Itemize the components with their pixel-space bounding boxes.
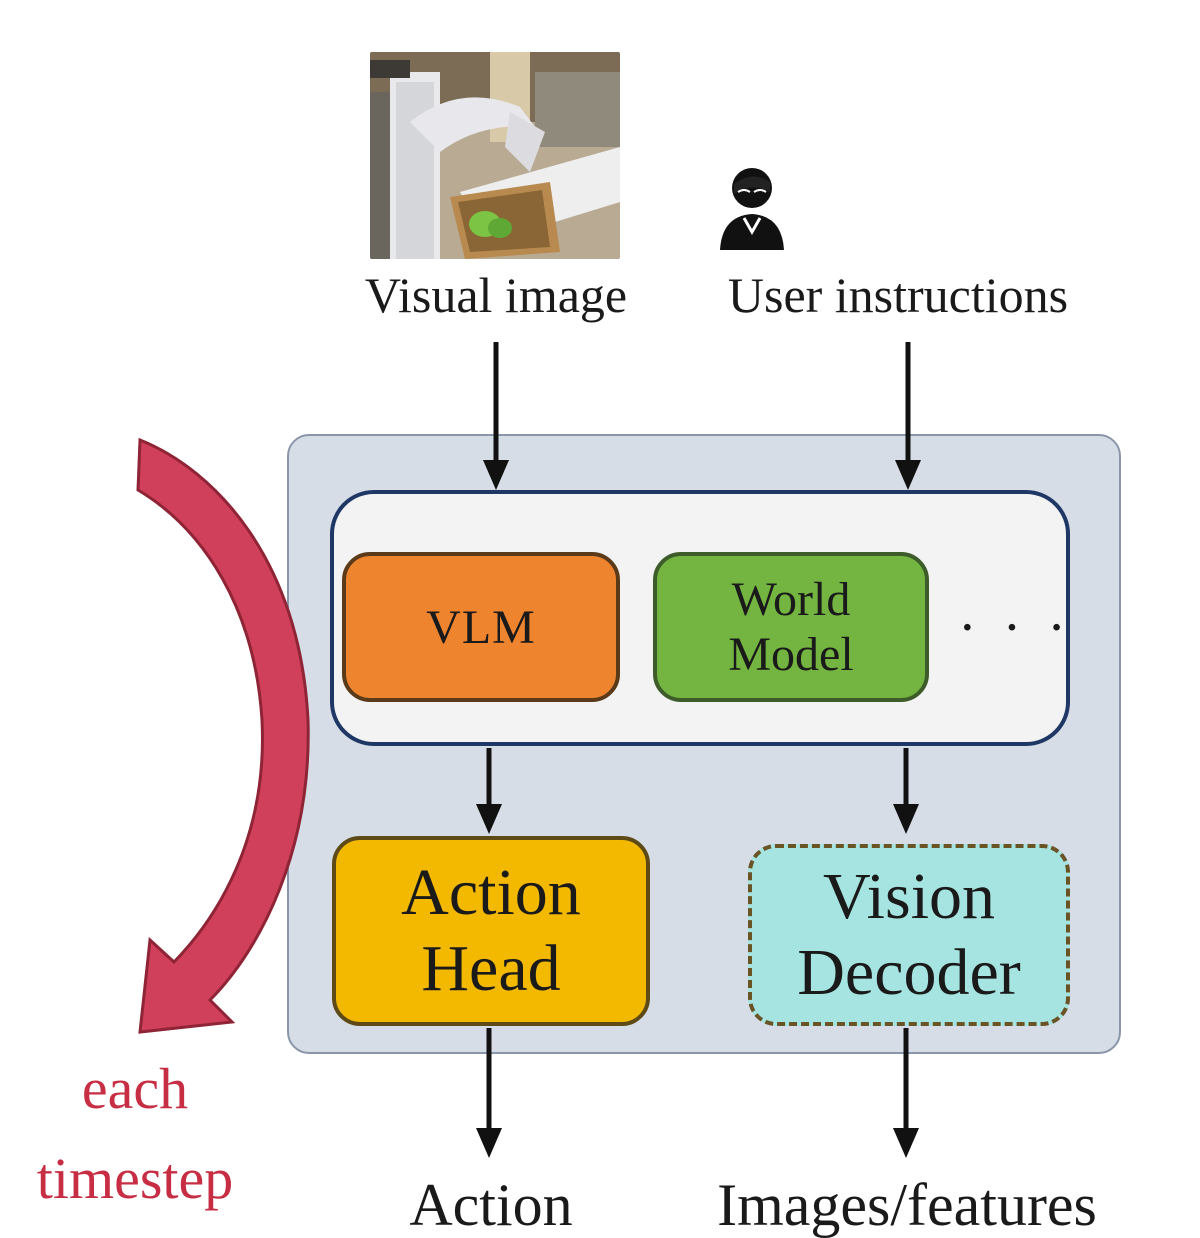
visual-image-label: Visual image <box>364 267 628 323</box>
arrowhead <box>483 460 509 490</box>
arrowhead <box>893 804 919 834</box>
action-head-label-line2: Head <box>421 932 561 1005</box>
action-output-label: Action <box>409 1172 573 1238</box>
action-head-label-line1: Action <box>401 856 581 930</box>
arrowhead <box>476 1128 502 1158</box>
vision-decoder-label-line1: Vision <box>822 860 996 934</box>
vision-decoder-label-line2: Decoder <box>797 936 1021 1009</box>
action-head-box: Action Head <box>332 836 650 1026</box>
each-timestep-label-line1: each <box>81 1056 189 1121</box>
arrowhead <box>893 1128 919 1158</box>
world-model-box: World Model <box>653 552 929 702</box>
world-model-label-line1: World <box>731 572 851 626</box>
vlm-box: VLM <box>342 552 620 702</box>
person-icon <box>716 162 788 250</box>
world-model-label-line2: Model <box>728 628 854 681</box>
each-timestep-loop-arrow <box>136 437 310 1034</box>
arrowhead <box>895 460 921 490</box>
user-instructions-label: User instructions <box>727 267 1069 323</box>
arrowhead <box>476 804 502 834</box>
robot-arm-photo <box>370 52 620 259</box>
each-timestep-label-line2: timestep <box>36 1146 234 1211</box>
vlm-label: VLM <box>426 600 536 654</box>
more-models-ellipsis: · · · <box>958 597 1072 659</box>
vision-decoder-box: Vision Decoder <box>748 844 1070 1026</box>
images-features-output-label: Images/features <box>717 1172 1097 1238</box>
